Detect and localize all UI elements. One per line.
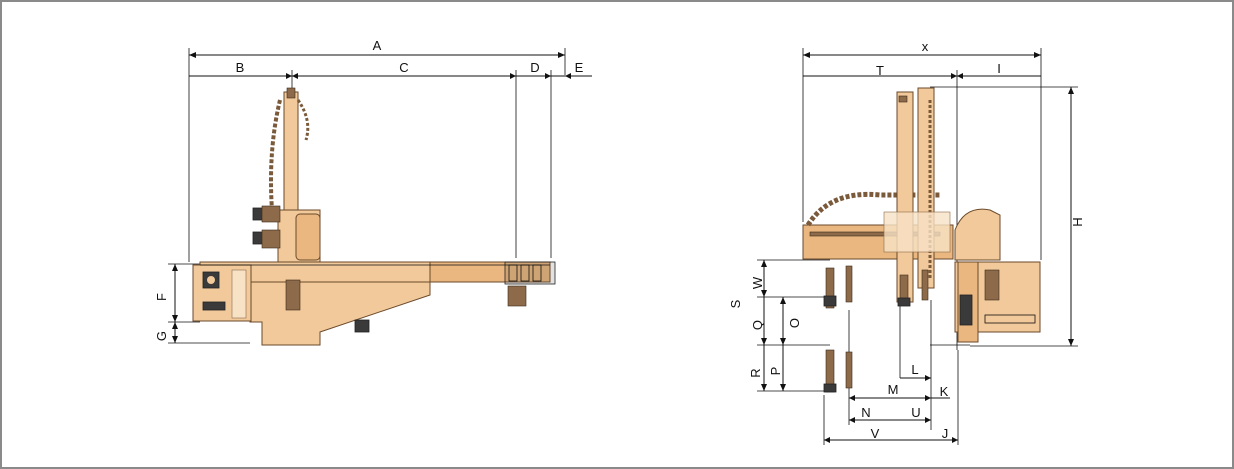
label-L: L [911,362,918,377]
label-B: B [236,60,245,75]
label-W: W [750,276,765,289]
label-M: M [888,382,899,397]
label-J: J [942,426,949,441]
label-D: D [530,60,539,75]
label-P: P [768,367,783,376]
label-E: E [575,60,584,75]
label-K: K [940,384,949,399]
label-x: x [922,39,929,54]
label-U: U [911,405,920,420]
label-G: G [154,331,169,341]
left-view: A B C D E F G [154,38,592,346]
label-H: H [1070,217,1085,226]
label-S: S [728,299,743,308]
label-T: T [876,63,884,78]
right-view: x T I H W S O Q R P [728,39,1085,445]
label-F: F [154,293,169,301]
label-I: I [997,61,1001,76]
label-C: C [399,60,408,75]
label-O: O [787,318,802,328]
label-Q: Q [750,320,765,330]
label-R: R [748,368,763,377]
label-V: V [871,426,880,441]
label-A: A [373,38,382,53]
label-N: N [861,405,870,420]
